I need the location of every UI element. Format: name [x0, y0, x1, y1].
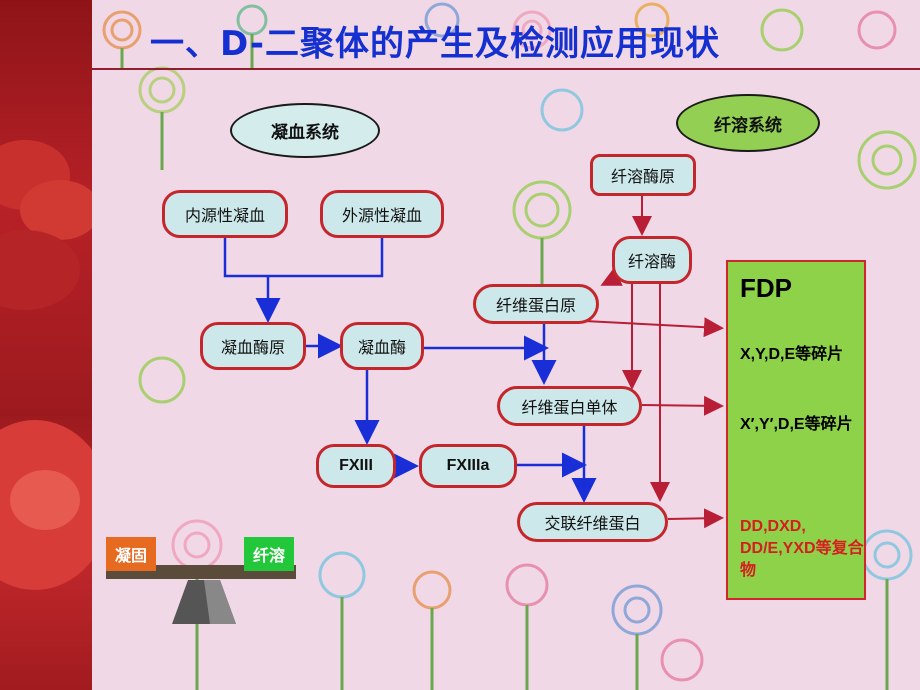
fibrinolysis-system-label: 纤溶系统: [714, 115, 782, 136]
node-extrinsic-coagulation: 外源性凝血: [320, 190, 444, 238]
fdp-fragments-xyde: X,Y,D,E等碎片: [740, 346, 844, 363]
node-plasmin: 纤溶酶: [612, 236, 692, 284]
node-fibrin-monomer: 纤维蛋白单体: [497, 386, 642, 426]
seesaw-fibrinolysis-label: 纤溶: [244, 537, 294, 571]
arrow-monomer-to-fdp: [641, 395, 724, 416]
node-plasmin-label: 纤溶酶: [627, 252, 676, 271]
coagulation-system-label: 凝血系统: [271, 123, 339, 143]
seesaw-clotting-label: 凝固: [106, 537, 156, 571]
node-fxiiia: FXIIIa: [419, 444, 517, 488]
node-fibrinogen: 纤维蛋白原: [473, 284, 599, 324]
arrow-fibrinogen-to-fdp: [564, 317, 724, 338]
node-intrinsic-coagulation: 内源性凝血: [162, 190, 288, 238]
node-fxiii-label: FXIII: [339, 457, 373, 474]
coagulation-system-ellipse: 凝血系统: [230, 103, 380, 158]
fdp-complexes: DD,DXD, DD/E,YXD等复合物: [740, 518, 864, 579]
arrow-crosslinked-to-fdp: [667, 508, 724, 529]
node-prothrombin-label: 凝血酶原: [220, 338, 285, 357]
node-plasminogen: 纤溶酶原: [590, 154, 696, 196]
node-intrinsic-label: 内源性凝血: [184, 206, 265, 225]
node-crosslinked-fibrin-label: 交联纤维蛋白: [544, 514, 641, 533]
blood-cell-decoration: [10, 470, 80, 530]
fdp-fragments-prime: X′,Y′,D,E等碎片: [740, 416, 853, 433]
fibrinolysis-system-ellipse: 纤溶系统: [676, 94, 820, 152]
node-thrombin-label: 凝血酶: [357, 338, 406, 357]
node-thrombin: 凝血酶: [340, 322, 424, 370]
node-fibrinogen-label: 纤维蛋白原: [495, 296, 576, 315]
node-fxiii: FXIII: [316, 444, 396, 488]
fdp-heading: FDP: [740, 273, 792, 303]
slide-title: 一、D-二聚体的产生及检测应用现状: [150, 24, 720, 64]
seesaw-fulcrum: [172, 580, 236, 624]
node-fibrin-monomer-label: 纤维蛋白单体: [521, 398, 618, 417]
title-divider: [92, 68, 920, 70]
node-crosslinked-fibrin: 交联纤维蛋白: [517, 502, 668, 542]
node-fxiiia-label: FXIIIa: [446, 457, 490, 474]
left-decorative-band: [0, 0, 92, 690]
arrow-intrinsic-extrinsic-merge: [223, 238, 384, 278]
fdp-box: FDP X,Y,D,E等碎片 X′,Y′,D,E等碎片 DD,DXD, DD/E…: [726, 260, 866, 600]
node-prothrombin: 凝血酶原: [200, 322, 306, 370]
node-plasminogen-label: 纤溶酶原: [610, 167, 675, 186]
node-extrinsic-label: 外源性凝血: [341, 206, 422, 225]
